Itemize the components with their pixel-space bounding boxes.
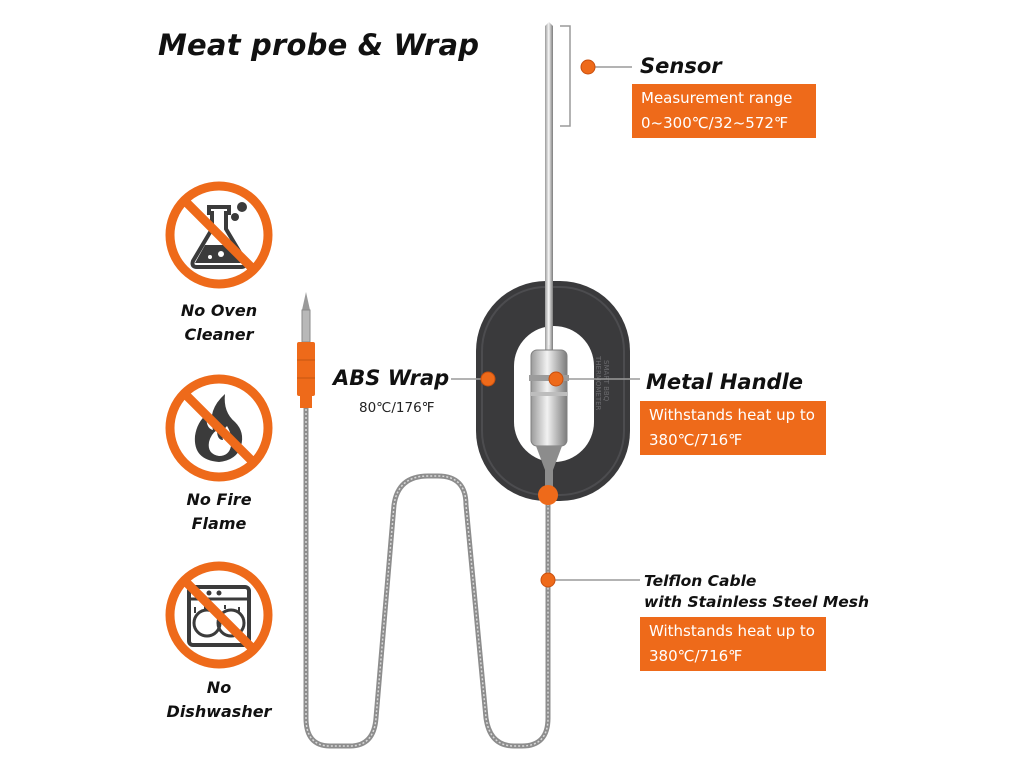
handle-callout-dot	[548, 371, 564, 387]
abs-wrap-value: 80℃/176℉	[359, 400, 435, 416]
warning-label-line1: No Fire	[186, 490, 252, 509]
metal-handle-info-box: Withstands heat up to 380℃/716℉	[640, 401, 826, 455]
cable-bead	[538, 485, 558, 505]
svg-text:THERMOMETER: THERMOMETER	[594, 355, 602, 411]
warning-label-line2: Flame	[191, 514, 247, 533]
no-dishwasher-icon	[165, 561, 273, 669]
abs-callout-dot	[480, 371, 496, 387]
plug-tip	[302, 292, 310, 310]
warning-label-line2: Dishwasher	[166, 702, 272, 721]
wrap-embossed-text: SMART BBQ	[602, 360, 610, 402]
cable-info-box: Withstands heat up to 380℃/716℉	[640, 617, 826, 671]
warning-label-line2: Cleaner	[184, 325, 254, 344]
metal-handle-info-line2: 380℃/716℉	[649, 431, 743, 449]
page-title: Meat probe & Wrap	[158, 28, 480, 62]
metal-handle-info-line1: Withstands heat up to	[649, 406, 815, 424]
metal-handle-label: Metal Handle	[646, 370, 804, 394]
warning-label-fire-flame: No Fire Flame	[169, 488, 269, 536]
no-fire-flame-icon	[165, 374, 273, 482]
sensor-info-line1: Measurement range	[641, 89, 793, 107]
abs-wrap-label: ABS Wrap	[333, 366, 450, 390]
warning-label-line1: No	[206, 678, 232, 697]
cable-label: Telflon Cable with Stainless Steel Mesh	[644, 571, 869, 613]
sensor-callout-dot	[580, 59, 596, 75]
sensor-info-line2: 0~300℃/32~572℉	[641, 114, 789, 132]
warning-label-line1: No Oven	[180, 301, 258, 320]
cable-label-line1: Telflon Cable	[644, 572, 757, 590]
plug-sleeve	[297, 342, 315, 396]
sensor-label: Sensor	[640, 54, 722, 78]
cable-label-line2: with Stainless Steel Mesh	[644, 593, 870, 611]
sensor-info-box: Measurement range 0~300℃/32~572℉	[632, 84, 816, 138]
cable-info-line2: 380℃/716℉	[649, 647, 743, 665]
metal-handle	[530, 349, 568, 447]
warning-label-oven-cleaner: No Oven Cleaner	[169, 299, 269, 347]
cable-callout-dot	[540, 572, 556, 588]
sensor-bracket	[560, 25, 571, 127]
warning-label-dishwasher: No Dishwasher	[164, 676, 274, 724]
cable-info-line1: Withstands heat up to	[649, 622, 815, 640]
no-oven-cleaner-icon	[165, 181, 273, 289]
